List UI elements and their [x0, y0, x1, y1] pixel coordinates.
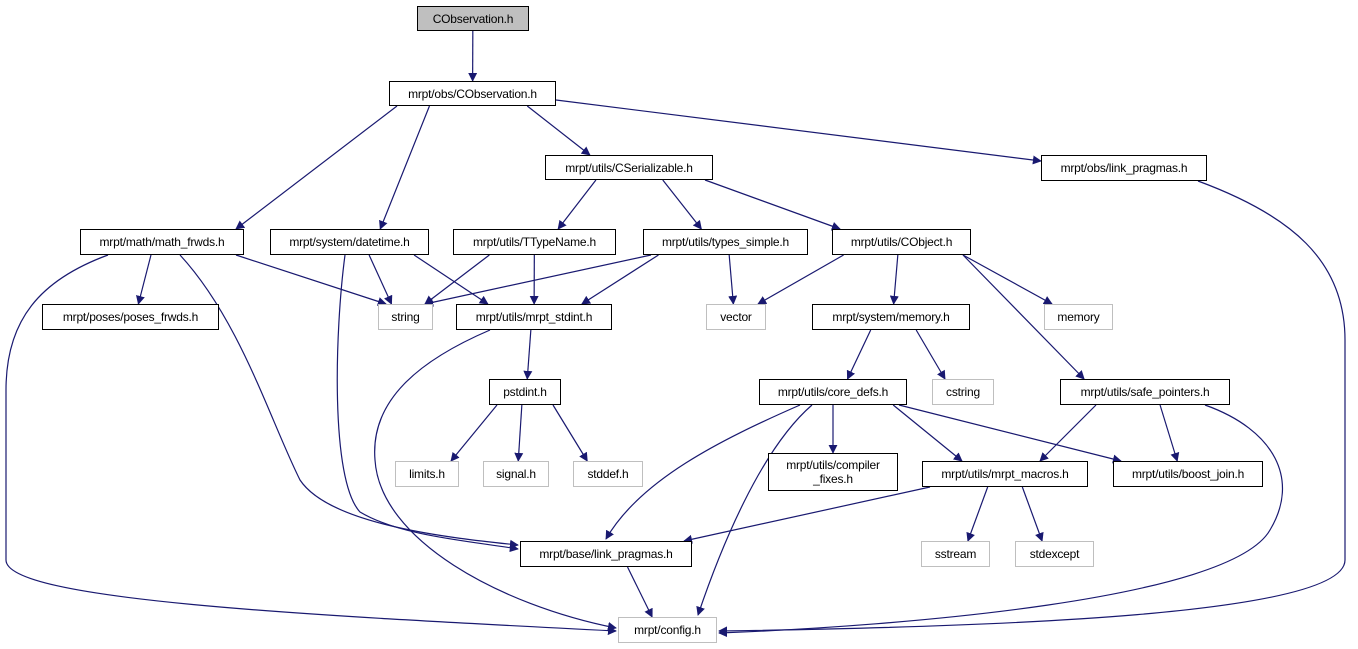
graph-node-memh[interactable]: mrpt/system/memory.h — [812, 304, 970, 330]
graph-node-root[interactable]: CObservation.h — [417, 6, 529, 31]
edge-base_lp-to-config — [626, 566, 653, 618]
edge-obs_cobs-to-cser — [526, 105, 591, 156]
edge-math-to-poses — [136, 254, 152, 305]
edge-cobj-to-memory — [962, 254, 1053, 305]
edge-pstdint-to-limits — [450, 404, 498, 462]
edge-stdint-to-config — [374, 329, 617, 631]
graph-node-sstream: sstream — [921, 541, 990, 567]
graph-node-math[interactable]: mrpt/math/math_frwds.h — [80, 229, 244, 255]
graph-node-cstring: cstring — [932, 379, 994, 405]
graph-node-signal: signal.h — [483, 461, 549, 487]
graph-node-base_lp[interactable]: mrpt/base/link_pragmas.h — [520, 541, 692, 567]
graph-node-cobj[interactable]: mrpt/utils/CObject.h — [832, 229, 971, 255]
edge-types-to-string — [424, 254, 652, 307]
graph-node-obs_lp[interactable]: mrpt/obs/link_pragmas.h — [1041, 155, 1207, 181]
edge-obs_cobs-to-math — [235, 105, 398, 230]
graph-node-types[interactable]: mrpt/utils/types_simple.h — [643, 229, 808, 255]
graph-node-obs_cobs[interactable]: mrpt/obs/CObservation.h — [389, 81, 556, 106]
edge-math-to-config — [5, 254, 617, 636]
graph-node-ttype[interactable]: mrpt/utils/TTypeName.h — [453, 229, 616, 255]
edge-cser-to-ttype — [557, 179, 597, 230]
edge-memh-to-coredefs — [846, 329, 872, 380]
edge-coredefs-to-macros — [892, 404, 963, 462]
edge-coredefs-to-boost — [898, 404, 1122, 464]
graph-node-stddef: stddef.h — [573, 461, 643, 487]
edge-pstdint-to-stddef — [552, 404, 588, 462]
edge-safe-to-macros — [1039, 404, 1097, 462]
edge-ttype-to-string — [424, 254, 490, 305]
edge-cobj-to-memh — [889, 254, 899, 305]
graph-node-cser[interactable]: mrpt/utils/CSerializable.h — [545, 155, 713, 180]
edge-pstdint-to-signal — [514, 404, 524, 462]
graph-node-stdint[interactable]: mrpt/utils/mrpt_stdint.h — [456, 304, 612, 330]
graph-node-limits: limits.h — [395, 461, 459, 487]
edge-coredefs-to-config — [696, 404, 813, 616]
graph-node-boost[interactable]: mrpt/utils/boost_join.h — [1113, 461, 1263, 487]
edge-cser-to-types — [662, 179, 702, 230]
edge-types-to-stdint — [581, 254, 659, 305]
graph-node-memory: memory — [1044, 304, 1113, 330]
edge-obs_cobs-to-datetime — [379, 105, 431, 230]
edge-memh-to-cstring — [915, 329, 946, 380]
edge-math-to-string — [235, 254, 387, 306]
edge-datetime-to-base_lp — [336, 254, 519, 553]
edge-macros-to-stdexcept — [1021, 486, 1044, 542]
graph-node-config: mrpt/config.h — [618, 617, 717, 643]
edge-datetime-to-string — [368, 254, 393, 305]
edge-types-to-vector — [728, 254, 738, 305]
graph-node-compiler[interactable]: mrpt/utils/compiler _fixes.h — [768, 453, 898, 491]
graph-node-string: string — [378, 304, 433, 330]
graph-node-pstdint[interactable]: pstdint.h — [489, 379, 561, 405]
edge-safe-to-config — [718, 404, 1284, 638]
graph-node-safe[interactable]: mrpt/utils/safe_pointers.h — [1060, 379, 1230, 405]
edge-cser-to-cobj — [704, 179, 841, 231]
edge-safe-to-boost — [1159, 404, 1180, 462]
edge-macros-to-sstream — [966, 486, 989, 542]
graph-node-vector: vector — [706, 304, 766, 330]
edge-obs_lp-to-config — [718, 180, 1346, 636]
edge-macros-to-base_lp — [683, 486, 931, 544]
edge-datetime-to-stdint — [413, 254, 489, 305]
graph-node-coredefs[interactable]: mrpt/utils/core_defs.h — [759, 379, 907, 405]
graph-node-poses[interactable]: mrpt/poses/poses_frwds.h — [42, 304, 219, 330]
edge-stdint-to-pstdint — [523, 329, 533, 380]
edge-coredefs-to-base_lp — [605, 404, 801, 540]
edge-obs_cobs-to-obs_lp — [555, 99, 1042, 165]
graph-node-datetime[interactable]: mrpt/system/datetime.h — [270, 229, 429, 255]
graph-node-macros[interactable]: mrpt/utils/mrpt_macros.h — [922, 461, 1088, 487]
edge-math-to-base_lp — [179, 254, 519, 549]
edge-cobj-to-safe — [962, 254, 1085, 380]
graph-node-stdexcept: stdexcept — [1015, 541, 1094, 567]
edge-cobj-to-vector — [757, 254, 844, 305]
